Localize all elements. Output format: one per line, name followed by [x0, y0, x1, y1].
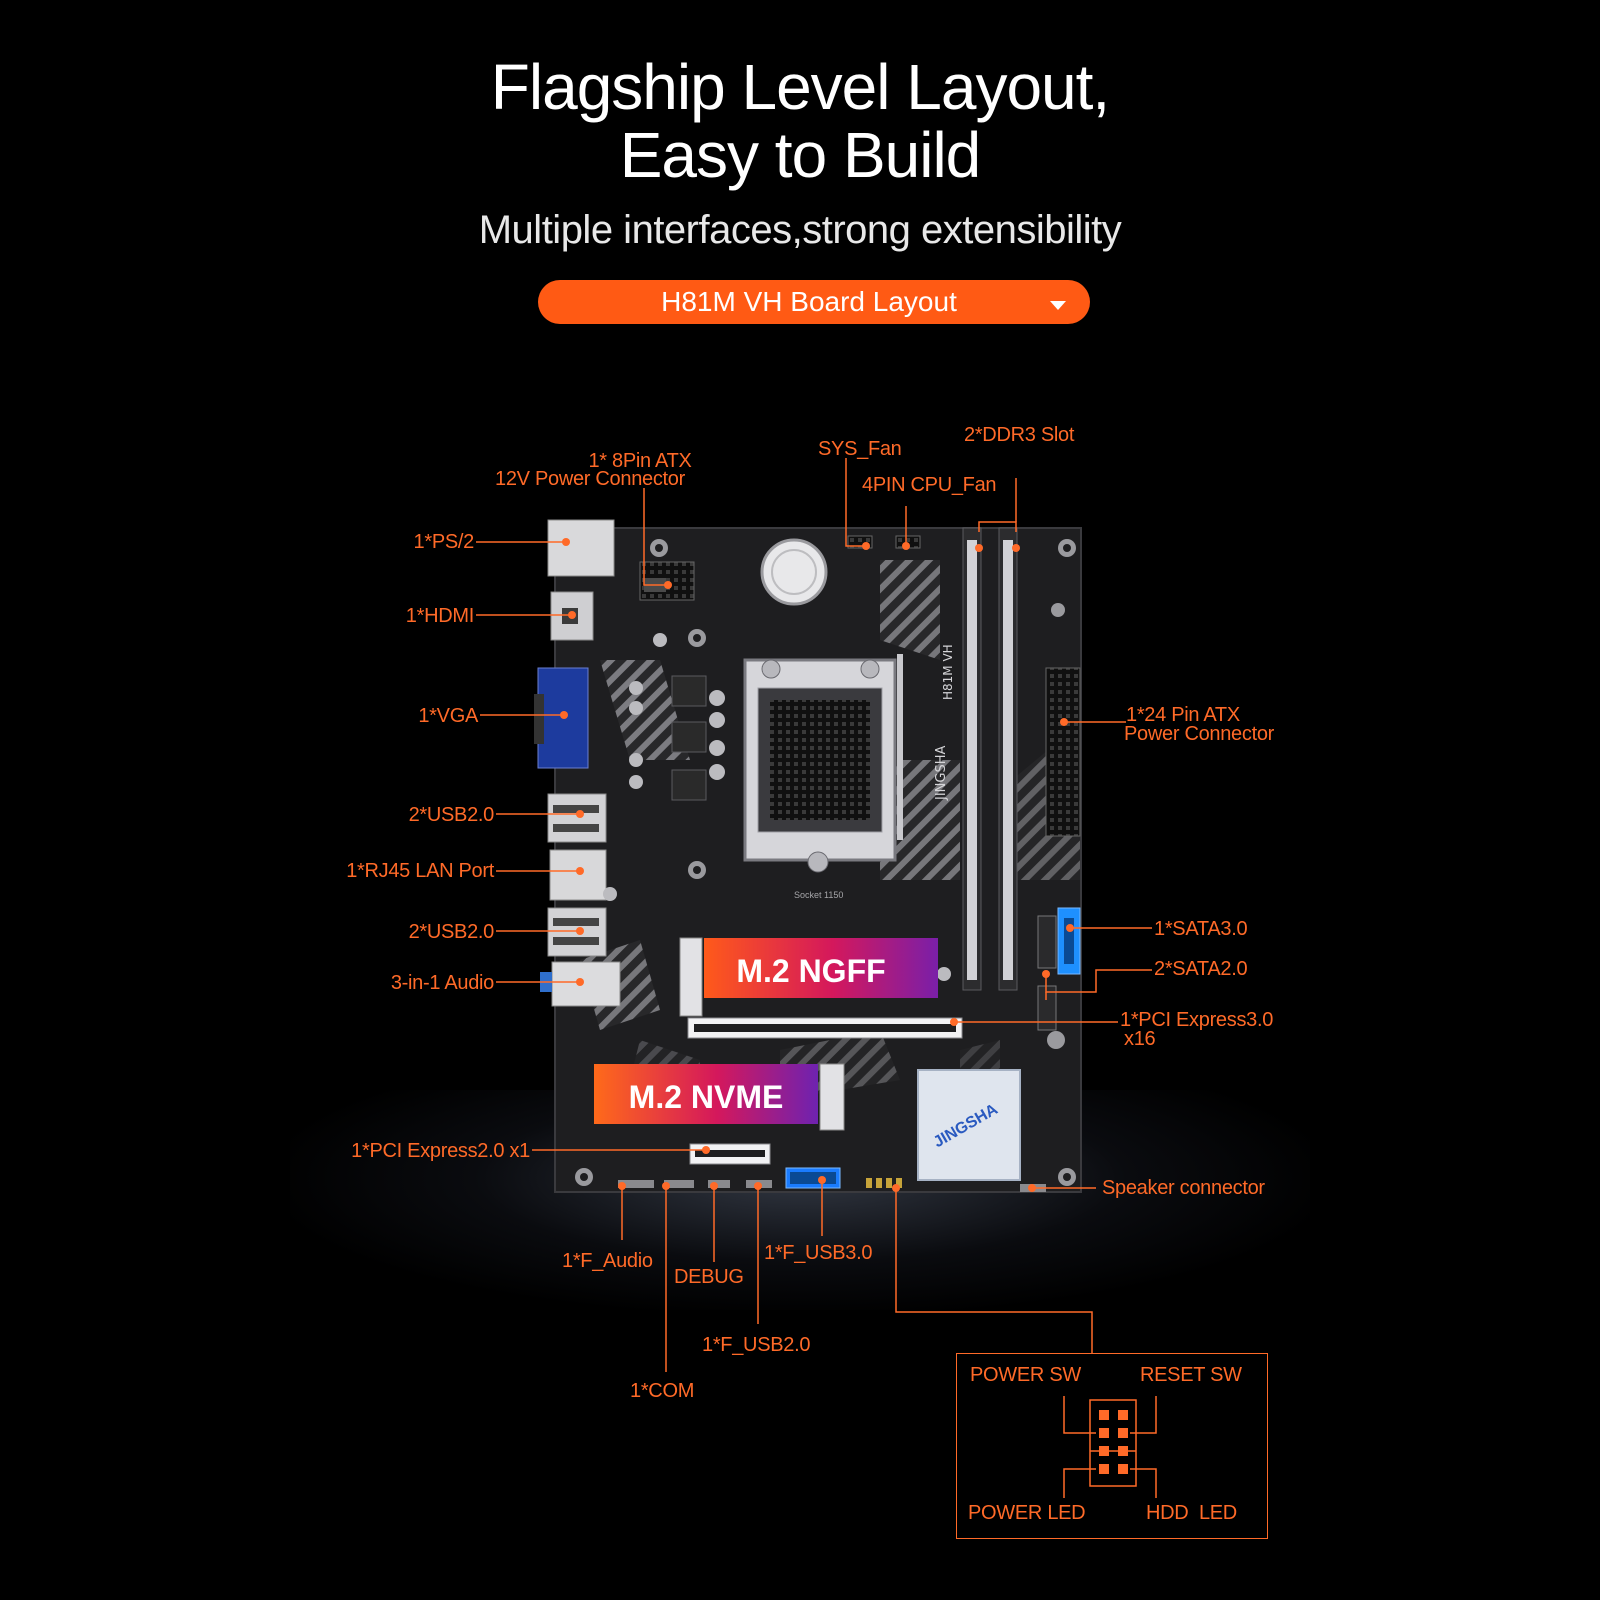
audio-jack [551, 961, 621, 1007]
m2-nvme-label: M.2 NVME [629, 1079, 784, 1115]
ps2-label: 1*PS/2 [413, 531, 475, 553]
front-panel-callout [956, 1353, 1268, 1539]
f-usb2-label: 1*F_USB2.0 [702, 1334, 811, 1356]
atx24-connector [1045, 667, 1081, 837]
m2-nvme-badge [594, 1064, 818, 1124]
board-brand-text: JINGSHA [934, 746, 949, 801]
pcie16-label-line2: x16 [1124, 1028, 1156, 1050]
board-model-text: H81M VH [941, 644, 955, 700]
f-audio-label: 1*F_Audio [562, 1250, 653, 1272]
hdmi-label: 1*HDMI [405, 605, 475, 627]
power-led-label: POWER LED [968, 1502, 1086, 1524]
power-sw-label: POWER SW [970, 1364, 1081, 1386]
ddr3-slot-label: 2*DDR3 Slot [964, 424, 1075, 446]
m2-ngff-label: M.2 NGFF [736, 953, 885, 989]
front-panel-pin-diagram [1063, 1396, 1157, 1498]
rj45-port [549, 849, 607, 901]
sata3-label: 1*SATA3.0 [1154, 918, 1248, 940]
atx8-label-line1: 1* 8Pin ATX [588, 450, 692, 472]
speaker-label: Speaker connector [1102, 1177, 1265, 1199]
com-label: 1*COM [630, 1380, 695, 1402]
pcie16-label-line1: 1*PCI Express3.0 [1120, 1009, 1274, 1031]
usb2-bottom-label: 2*USB2.0 [408, 921, 495, 943]
page-subtitle: Multiple interfaces,strong extensibility [478, 208, 1122, 252]
sata2-label: 2*SATA2.0 [1154, 958, 1248, 980]
audio-label: 3-in-1 Audio [390, 972, 494, 994]
chevron-down-icon[interactable] [1050, 301, 1066, 310]
pcie1-label: 1*PCI Express2.0 x1 [351, 1140, 530, 1162]
usb2-bottom-port [547, 907, 607, 957]
rj45-label: 1*RJ45 LAN Port [346, 860, 494, 882]
ps2-port [547, 519, 615, 577]
debug-label: DEBUG [674, 1266, 744, 1288]
f-usb3-label: 1*F_USB3.0 [764, 1242, 873, 1264]
atx24-label-line1: 1*24 Pin ATX [1126, 704, 1240, 726]
page-title-line1: Flagship Level Layout, [490, 51, 1110, 123]
m2-ngff-badge [704, 938, 938, 998]
socket-label: Socket 1150 [794, 890, 843, 900]
reset-sw-label: RESET SW [1140, 1364, 1242, 1386]
cpu-fan-label: 4PIN CPU_Fan [862, 474, 997, 496]
board-layout-selector-value: H81M VH Board Layout [661, 286, 957, 317]
vga-label: 1*VGA [418, 705, 478, 727]
sys-fan-label: SYS_Fan [818, 438, 902, 460]
atx8-label-line2: 12V Power Connector [495, 468, 685, 490]
hdd-led-label: HDD LED [1146, 1502, 1237, 1524]
usb2-top-label: 2*USB2.0 [408, 804, 495, 826]
chipset-heatsink [917, 1069, 1021, 1181]
usb2-top-port [547, 793, 607, 843]
page-title-line2: Easy to Build [619, 119, 982, 191]
board-layout-selector[interactable]: H81M VH Board Layout [538, 280, 1090, 324]
atx24-label-line2: Power Connector [1124, 723, 1275, 745]
